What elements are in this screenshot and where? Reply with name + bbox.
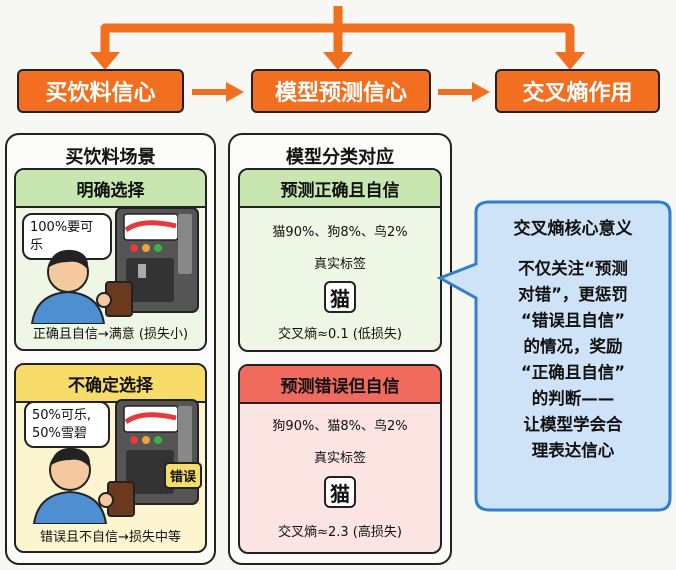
core-meaning-title: 交叉熵核心意义 <box>513 219 633 239</box>
true-label-box: 猫 <box>324 476 356 508</box>
model-classification-title: 模型分类对应 <box>286 147 394 168</box>
correct-confident-title: 预测正确且自信 <box>240 170 440 208</box>
wrong-confident-title: 预测错误但自信 <box>240 366 440 404</box>
true-label-box: 猫 <box>324 281 356 313</box>
true-label-title: 真实标签 <box>313 257 366 272</box>
person-icon <box>32 447 135 524</box>
speech-bubble: 50%可乐, 50%雪碧 <box>24 401 110 449</box>
arrow-right-icon <box>192 82 244 102</box>
clear-choice-caption: 正确且自信→满意 (损失小) <box>32 327 189 342</box>
correct-confident-card: 预测正确且自信 <box>238 168 442 352</box>
wrong-confident-card: 预测错误但自信 <box>238 364 442 554</box>
flow-step-model-confidence: 模型预测信心 <box>251 69 431 113</box>
core-meaning-line: 的情况，奖励 <box>523 337 623 356</box>
core-meaning-line: 让模型学会合 <box>523 415 623 434</box>
core-meaning-line: “正确且自信” <box>520 363 626 382</box>
clear-choice-title: 明确选择 <box>16 170 205 208</box>
uncertain-choice-title: 不确定选择 <box>16 365 205 403</box>
vending-machine-icon <box>115 207 199 313</box>
prediction-probabilities: 狗90%、猫8%、鸟2% <box>272 419 408 434</box>
arrow-right-icon <box>438 82 490 102</box>
speech-bubble-shape <box>436 200 672 512</box>
bubble-line: 50%雪碧 <box>32 425 87 441</box>
core-meaning-text: 不仅关注“预测 对错”，更惩罚 “错误且自信” 的情况，奖励 “正确且自信” 的… <box>478 256 668 464</box>
flow-connector <box>90 6 585 70</box>
core-meaning-line: 理表达信心 <box>531 441 615 460</box>
cross-entropy-loss: 交叉熵≈0.1 (低损失) <box>278 327 402 342</box>
speech-bubble: 100%要可乐 <box>22 213 112 261</box>
prediction-probabilities: 猫90%、狗8%、鸟2% <box>272 225 408 240</box>
flow-step-cross-entropy: 交叉熵作用 <box>495 69 660 113</box>
core-meaning-line: 不仅关注“预测 <box>518 259 628 278</box>
uncertain-choice-caption: 错误且不自信→损失中等 <box>40 530 181 545</box>
cross-entropy-loss: 交叉熵≈2.3 (高损失) <box>278 525 402 540</box>
bubble-line: 50%可乐, <box>32 408 92 423</box>
core-meaning-line: 对错”，更惩罚 <box>518 285 628 304</box>
true-label-title: 真实标签 <box>313 451 366 466</box>
error-tag: 错误 <box>164 462 203 489</box>
flow-step-drink-confidence: 买饮料信心 <box>17 69 184 113</box>
person-icon <box>30 249 133 324</box>
drink-scenario-title: 买饮料场景 <box>65 147 156 168</box>
core-meaning-line: 的判断—— <box>531 389 615 408</box>
core-meaning-line: “错误且自信” <box>520 311 626 330</box>
